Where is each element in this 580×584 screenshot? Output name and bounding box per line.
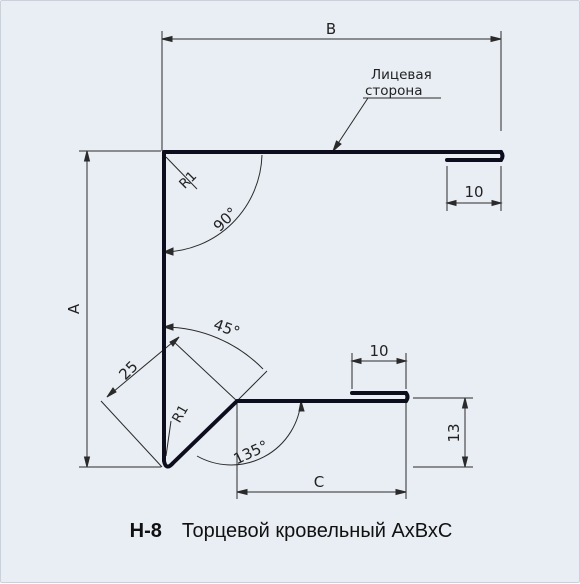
dim-13-arrow-top [461, 397, 469, 409]
label-c: C [314, 473, 324, 491]
label-angle-90: 90° [210, 204, 242, 236]
angle-45-ext [236, 370, 268, 402]
caption-title: Торцевой кровельный АхВхС [181, 520, 453, 542]
caption-code: Н-8 [129, 520, 162, 542]
angle-90-arc [163, 154, 263, 253]
angle-90-arrow-end [162, 247, 174, 256]
label-dim-10-bottom: 10 [369, 342, 388, 360]
label-b: B [326, 20, 336, 38]
dim-b-arrow-right [490, 35, 502, 43]
drawing-caption: Н-8 Торцевой кровельный АхВхС [1, 520, 580, 543]
angle-45-arc [163, 326, 264, 370]
r1-top-leader [165, 156, 198, 190]
dim-c-arrow-right [395, 488, 407, 496]
dim-25-line [106, 336, 180, 398]
dim-25-arrow-1 [106, 387, 117, 398]
dim-10-top-arrow-right [491, 199, 503, 207]
angle-45-arrow-start [162, 323, 174, 331]
angle-135-arrow-start [298, 400, 305, 412]
top-hem [445, 150, 505, 162]
angle-135-arc [196, 400, 302, 466]
face-side-leader-arrow [331, 140, 342, 153]
face-side-line-1: Лицевая [371, 67, 432, 83]
label-r1-bottom: R1 [169, 402, 192, 426]
r1-bottom-leader [165, 420, 172, 457]
dim-13-arrow-bottom [461, 456, 469, 468]
dim-a-arrow-bottom [83, 456, 91, 468]
dim-25-ext-1 [100, 400, 163, 468]
label-a: A [65, 303, 83, 314]
bottom-hem [350, 391, 410, 403]
dim-10-top-arrow-left [445, 199, 457, 207]
label-dim-25: 25 [115, 357, 141, 383]
dim-a-arrow-top [83, 150, 91, 162]
dim-10-bottom-arrow-right [396, 357, 408, 365]
dim-25-ext-2 [172, 340, 238, 402]
label-dim-10-top: 10 [464, 183, 483, 201]
profile-outline [162, 150, 503, 469]
label-dim-13: 13 [445, 423, 463, 442]
dim-c-arrow-left [236, 488, 248, 496]
dim-b-arrow-left [161, 35, 173, 43]
dim-25-arrow-2 [169, 336, 180, 347]
dim-10-bottom-arrow-left [350, 357, 362, 365]
face-side-line-2: сторона [365, 83, 422, 99]
